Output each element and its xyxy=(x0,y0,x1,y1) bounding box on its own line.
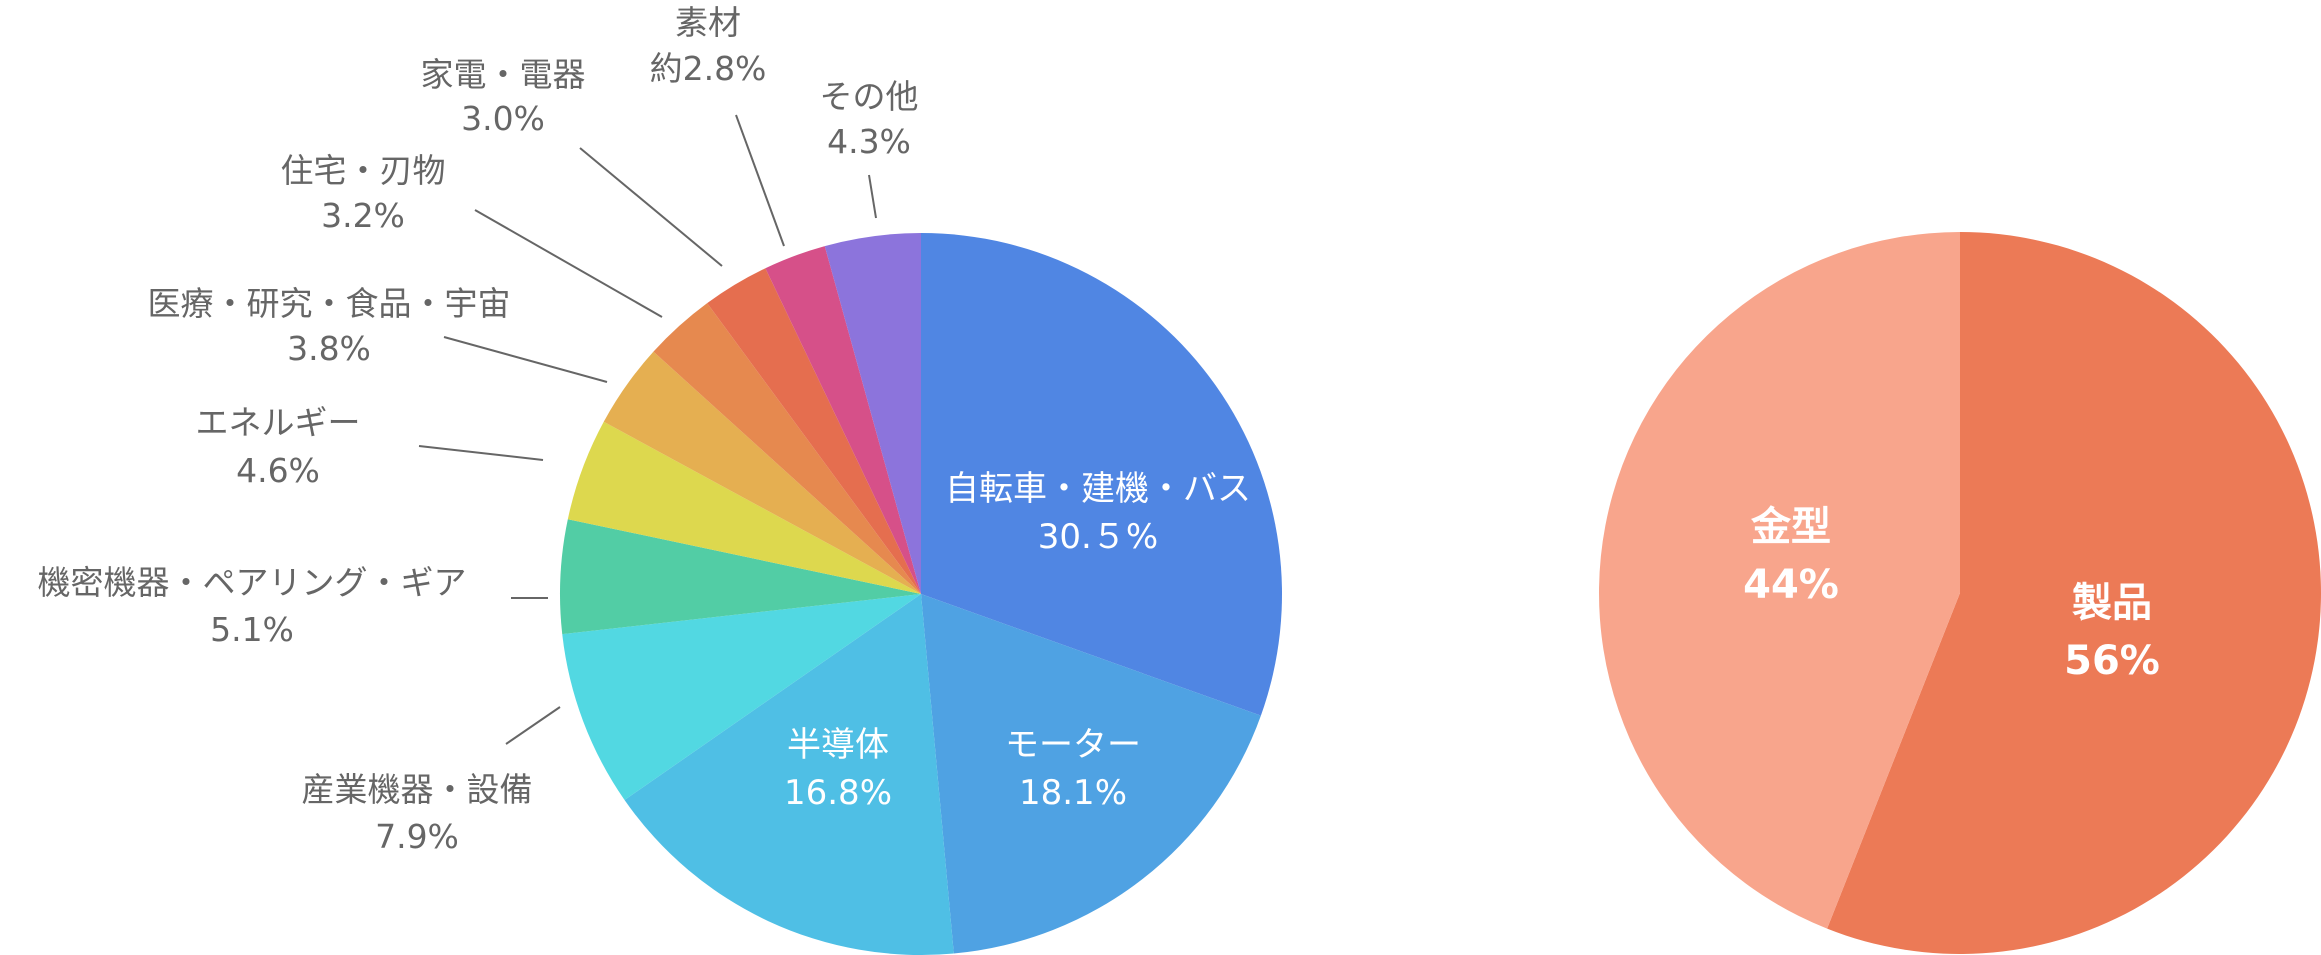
inside-labels: 自転車・建機・バス 30.５% モーター 18.1% 半導体 16.8% 金型 … xyxy=(784,469,2160,813)
leader-line-housing xyxy=(474,209,663,318)
leader-line-medical xyxy=(443,336,608,383)
leader-line-industrial xyxy=(505,706,561,745)
industry-pie xyxy=(560,233,1283,955)
label-motor: モーター xyxy=(1005,725,1141,765)
label-other: その他 xyxy=(820,77,919,116)
industry-slice-0 xyxy=(921,233,1283,716)
label-semiconductor: 半導体 xyxy=(787,725,889,765)
label-mold: 金型 xyxy=(1750,504,1831,550)
industry-slice-8 xyxy=(707,268,921,594)
value-product: 56% xyxy=(2064,638,2160,684)
outside-labels: 素材 約2.8% 家電・電器 3.0% その他 4.3% 住宅・刃物 3.2% … xyxy=(38,3,919,856)
label-industrial: 産業機器・設備 xyxy=(302,770,533,809)
value-semiconductor: 16.8% xyxy=(784,773,892,813)
industry-slice-4 xyxy=(560,519,921,635)
leader-lines xyxy=(418,114,877,745)
industry-slice-6 xyxy=(603,351,921,594)
value-materials: 約2.8% xyxy=(650,49,767,88)
value-housing: 3.2% xyxy=(321,196,405,235)
industry-slice-2 xyxy=(624,594,954,955)
value-industrial: 7.9% xyxy=(375,817,459,856)
value-energy: 4.6% xyxy=(236,451,320,490)
leader-line-materials xyxy=(735,114,785,247)
label-precision: 機密機器・ペアリング・ギア xyxy=(38,563,467,602)
label-bicycle: 自転車・建機・バス xyxy=(945,469,1251,509)
product-mold-slice-1 xyxy=(1598,231,1960,929)
industry-slice-1 xyxy=(921,594,1261,954)
value-medical: 3.8% xyxy=(287,329,371,368)
label-energy: エネルギー xyxy=(196,403,361,442)
product-mold-slice-0 xyxy=(1827,232,2321,954)
value-appliances: 3.0% xyxy=(461,99,545,138)
industry-slice-5 xyxy=(567,421,921,594)
label-housing: 住宅・刃物 xyxy=(281,151,446,190)
label-product: 製品 xyxy=(2072,580,2152,626)
label-appliances: 家電・電器 xyxy=(421,55,586,94)
product-mold-pie xyxy=(1598,231,2321,954)
industry-slice-3 xyxy=(562,594,921,801)
leader-line-appliances xyxy=(579,147,723,267)
industry-slice-7 xyxy=(653,303,921,594)
leader-line-energy xyxy=(418,445,544,461)
leader-line-other xyxy=(868,174,877,219)
label-materials: 素材 xyxy=(675,3,741,42)
value-motor: 18.1% xyxy=(1019,773,1127,813)
value-other: 4.3% xyxy=(827,122,911,161)
label-medical: 医療・研究・食品・宇宙 xyxy=(148,284,511,323)
value-mold: 44% xyxy=(1743,562,1839,608)
value-precision: 5.1% xyxy=(210,610,294,649)
industry-slice-10 xyxy=(824,233,921,594)
value-bicycle: 30.５% xyxy=(1038,517,1158,557)
industry-slice-9 xyxy=(765,246,921,594)
